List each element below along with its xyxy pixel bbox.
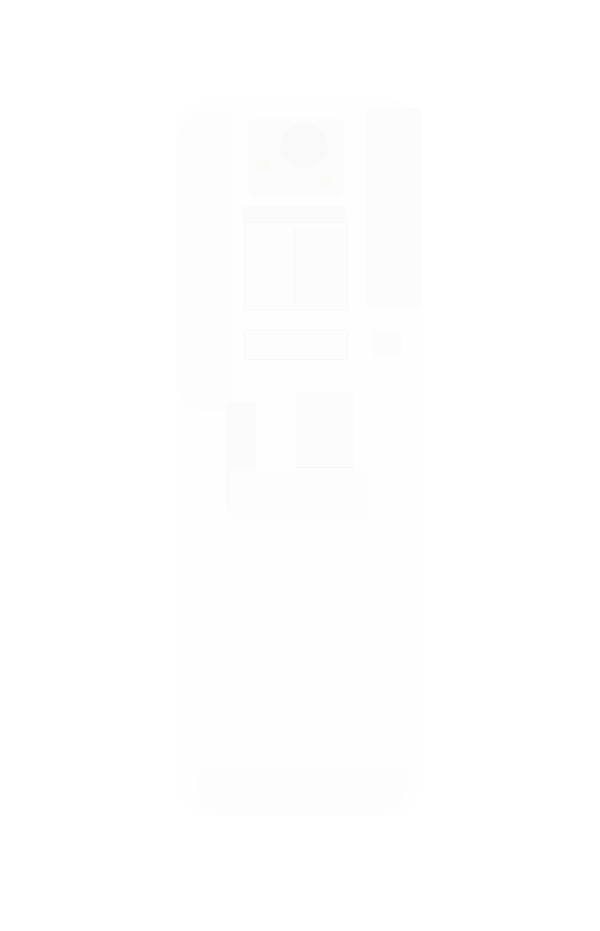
faint-lower-body [230, 470, 370, 526]
faint-center-panel-divider [294, 228, 344, 304]
faint-logo-icon [280, 124, 328, 168]
faint-mid-block [296, 392, 354, 468]
faint-field-box [244, 330, 348, 360]
faint-left-band [178, 112, 234, 412]
faint-right-column [366, 108, 422, 308]
faint-dot-icon [318, 176, 332, 186]
faint-bottom-body [190, 520, 412, 810]
faint-dot-icon [256, 158, 270, 172]
faint-title-strip [242, 206, 346, 222]
faint-right-box [372, 330, 402, 356]
faint-bottom-lip [196, 770, 406, 814]
